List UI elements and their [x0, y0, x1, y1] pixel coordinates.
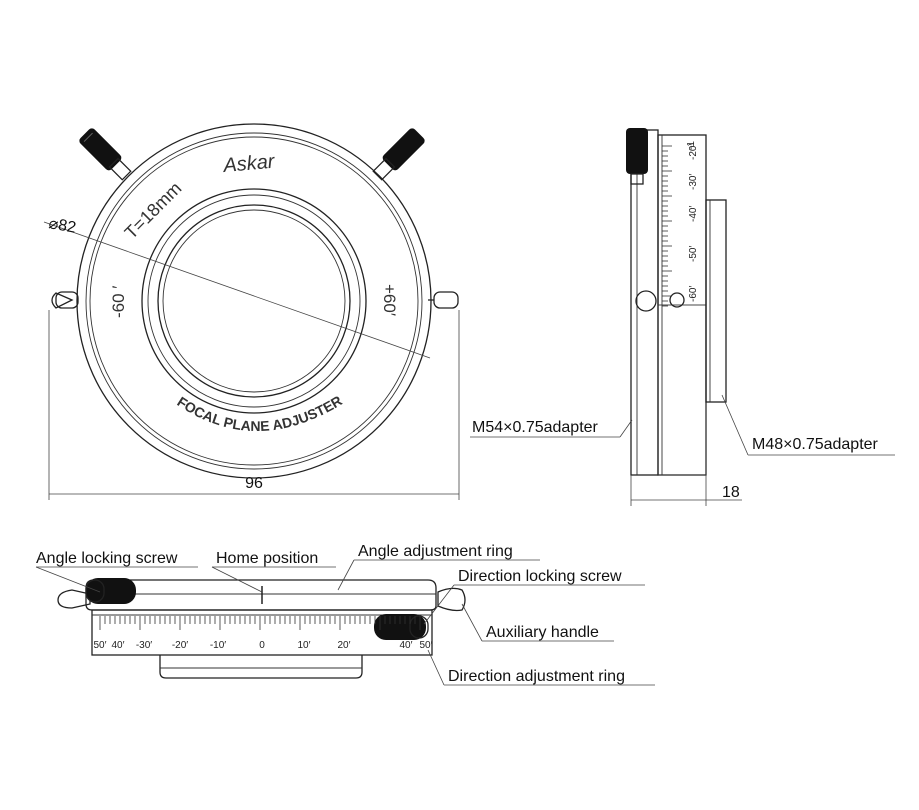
auxiliary-handle-label: Auxiliary handle: [486, 624, 599, 641]
angle-adjustment-ring-label: Angle adjustment ring: [358, 543, 513, 560]
angle-locking-screw: [86, 578, 136, 604]
bottom-scale-label: -30′: [136, 640, 152, 651]
right-side-knob: [428, 291, 459, 309]
bottom-scale-label: 20′: [338, 640, 351, 651]
outer-ring: [76, 123, 432, 479]
angle-adjustment-ring-leader: [337, 559, 355, 591]
side-body: [630, 129, 659, 476]
inner-bore-ring: [141, 188, 367, 414]
bottom-scale-label: 10′: [298, 640, 311, 651]
side-view: -1 -20′-30′-40′-50′-60′ M54×0.75adapter …: [470, 128, 895, 506]
side-scale-label: -30′: [688, 174, 699, 190]
front-view: ⌀82 Askar T=18mm -60 ′ +60′ FOCAL PLANE …: [43, 123, 460, 500]
side-scale-label: -20′: [688, 144, 699, 160]
m48-adapter: [705, 199, 727, 403]
plus-sixty-mark: +60′: [380, 284, 399, 316]
bottom-scale-labels: 50′ 40′ -30′ -20′ -10′ 0 10′ 20′ 40′ 50′: [94, 640, 433, 651]
side-scale-label: -50′: [688, 246, 699, 262]
bottom-base: [159, 655, 363, 679]
bottom-scale-label: 40′: [400, 640, 413, 651]
side-scale-label: -40′: [688, 206, 699, 222]
direction-adjustment-ring-label: Direction adjustment ring: [448, 668, 625, 685]
bottom-scale-label: 40′: [112, 640, 125, 651]
minus-sixty-mark: -60 ′: [109, 286, 128, 318]
m48-adapter-label: M48×0.75adapter: [752, 436, 879, 453]
brand-logo-text: Askar: [222, 150, 277, 177]
m54-adapter-label: M54×0.75adapter: [472, 419, 599, 436]
bottom-scale-ticks: [99, 616, 421, 630]
bottom-scale-label: 0: [259, 640, 265, 651]
optical-aperture: [157, 204, 351, 398]
side-knob: [635, 290, 657, 312]
auxiliary-handle: [437, 587, 466, 612]
top-left-locking-screw: [79, 128, 132, 181]
bottom-scale-label: 50′: [420, 640, 433, 651]
diameter-label: ⌀82: [47, 215, 77, 237]
side-scale-pin: [669, 292, 685, 308]
width-dimension-label: 96: [245, 475, 263, 492]
left-side-knob: [51, 291, 79, 309]
side-scale-label: -60′: [688, 286, 699, 302]
direction-locking-screw: [374, 614, 426, 640]
m54-leader: [619, 419, 633, 438]
home-position-label: Home position: [216, 550, 318, 567]
m48-leader: [721, 394, 749, 456]
auxiliary-handle-leader: [461, 603, 483, 642]
angle-locking-screw-leader: [35, 566, 101, 593]
bottom-view: 50′ 40′ -30′ -20′ -10′ 0 10′ 20′ 40′ 50′ Angle lo…: [35, 543, 655, 686]
outer-ring-inner-edge: [85, 132, 423, 470]
direction-locking-screw-label: Direction locking screw: [458, 568, 622, 585]
diameter-leader-line: [43, 221, 431, 359]
angle-adjustment-ring-body: [85, 579, 437, 611]
side-scale-ticks: [662, 145, 672, 307]
home-position-leader: [211, 566, 263, 593]
side-scale-top: -1: [686, 141, 697, 150]
side-scale-labels: -20′ -30′ -40′ -50′ -60′: [688, 144, 699, 302]
left-handle: [57, 589, 91, 609]
depth-dimension-label: 18: [722, 484, 740, 501]
direction-locking-screw-leader: [423, 584, 455, 625]
bottom-scale-label: -10′: [210, 640, 226, 651]
bottom-scale-label: -20′: [172, 640, 188, 651]
side-locking-screw: [626, 128, 648, 174]
direction-adjustment-ring-leader: [427, 649, 445, 686]
top-right-locking-screw: [372, 128, 425, 181]
bottom-scale-label: 50′: [94, 640, 107, 651]
angle-locking-screw-label: Angle locking screw: [36, 550, 178, 567]
